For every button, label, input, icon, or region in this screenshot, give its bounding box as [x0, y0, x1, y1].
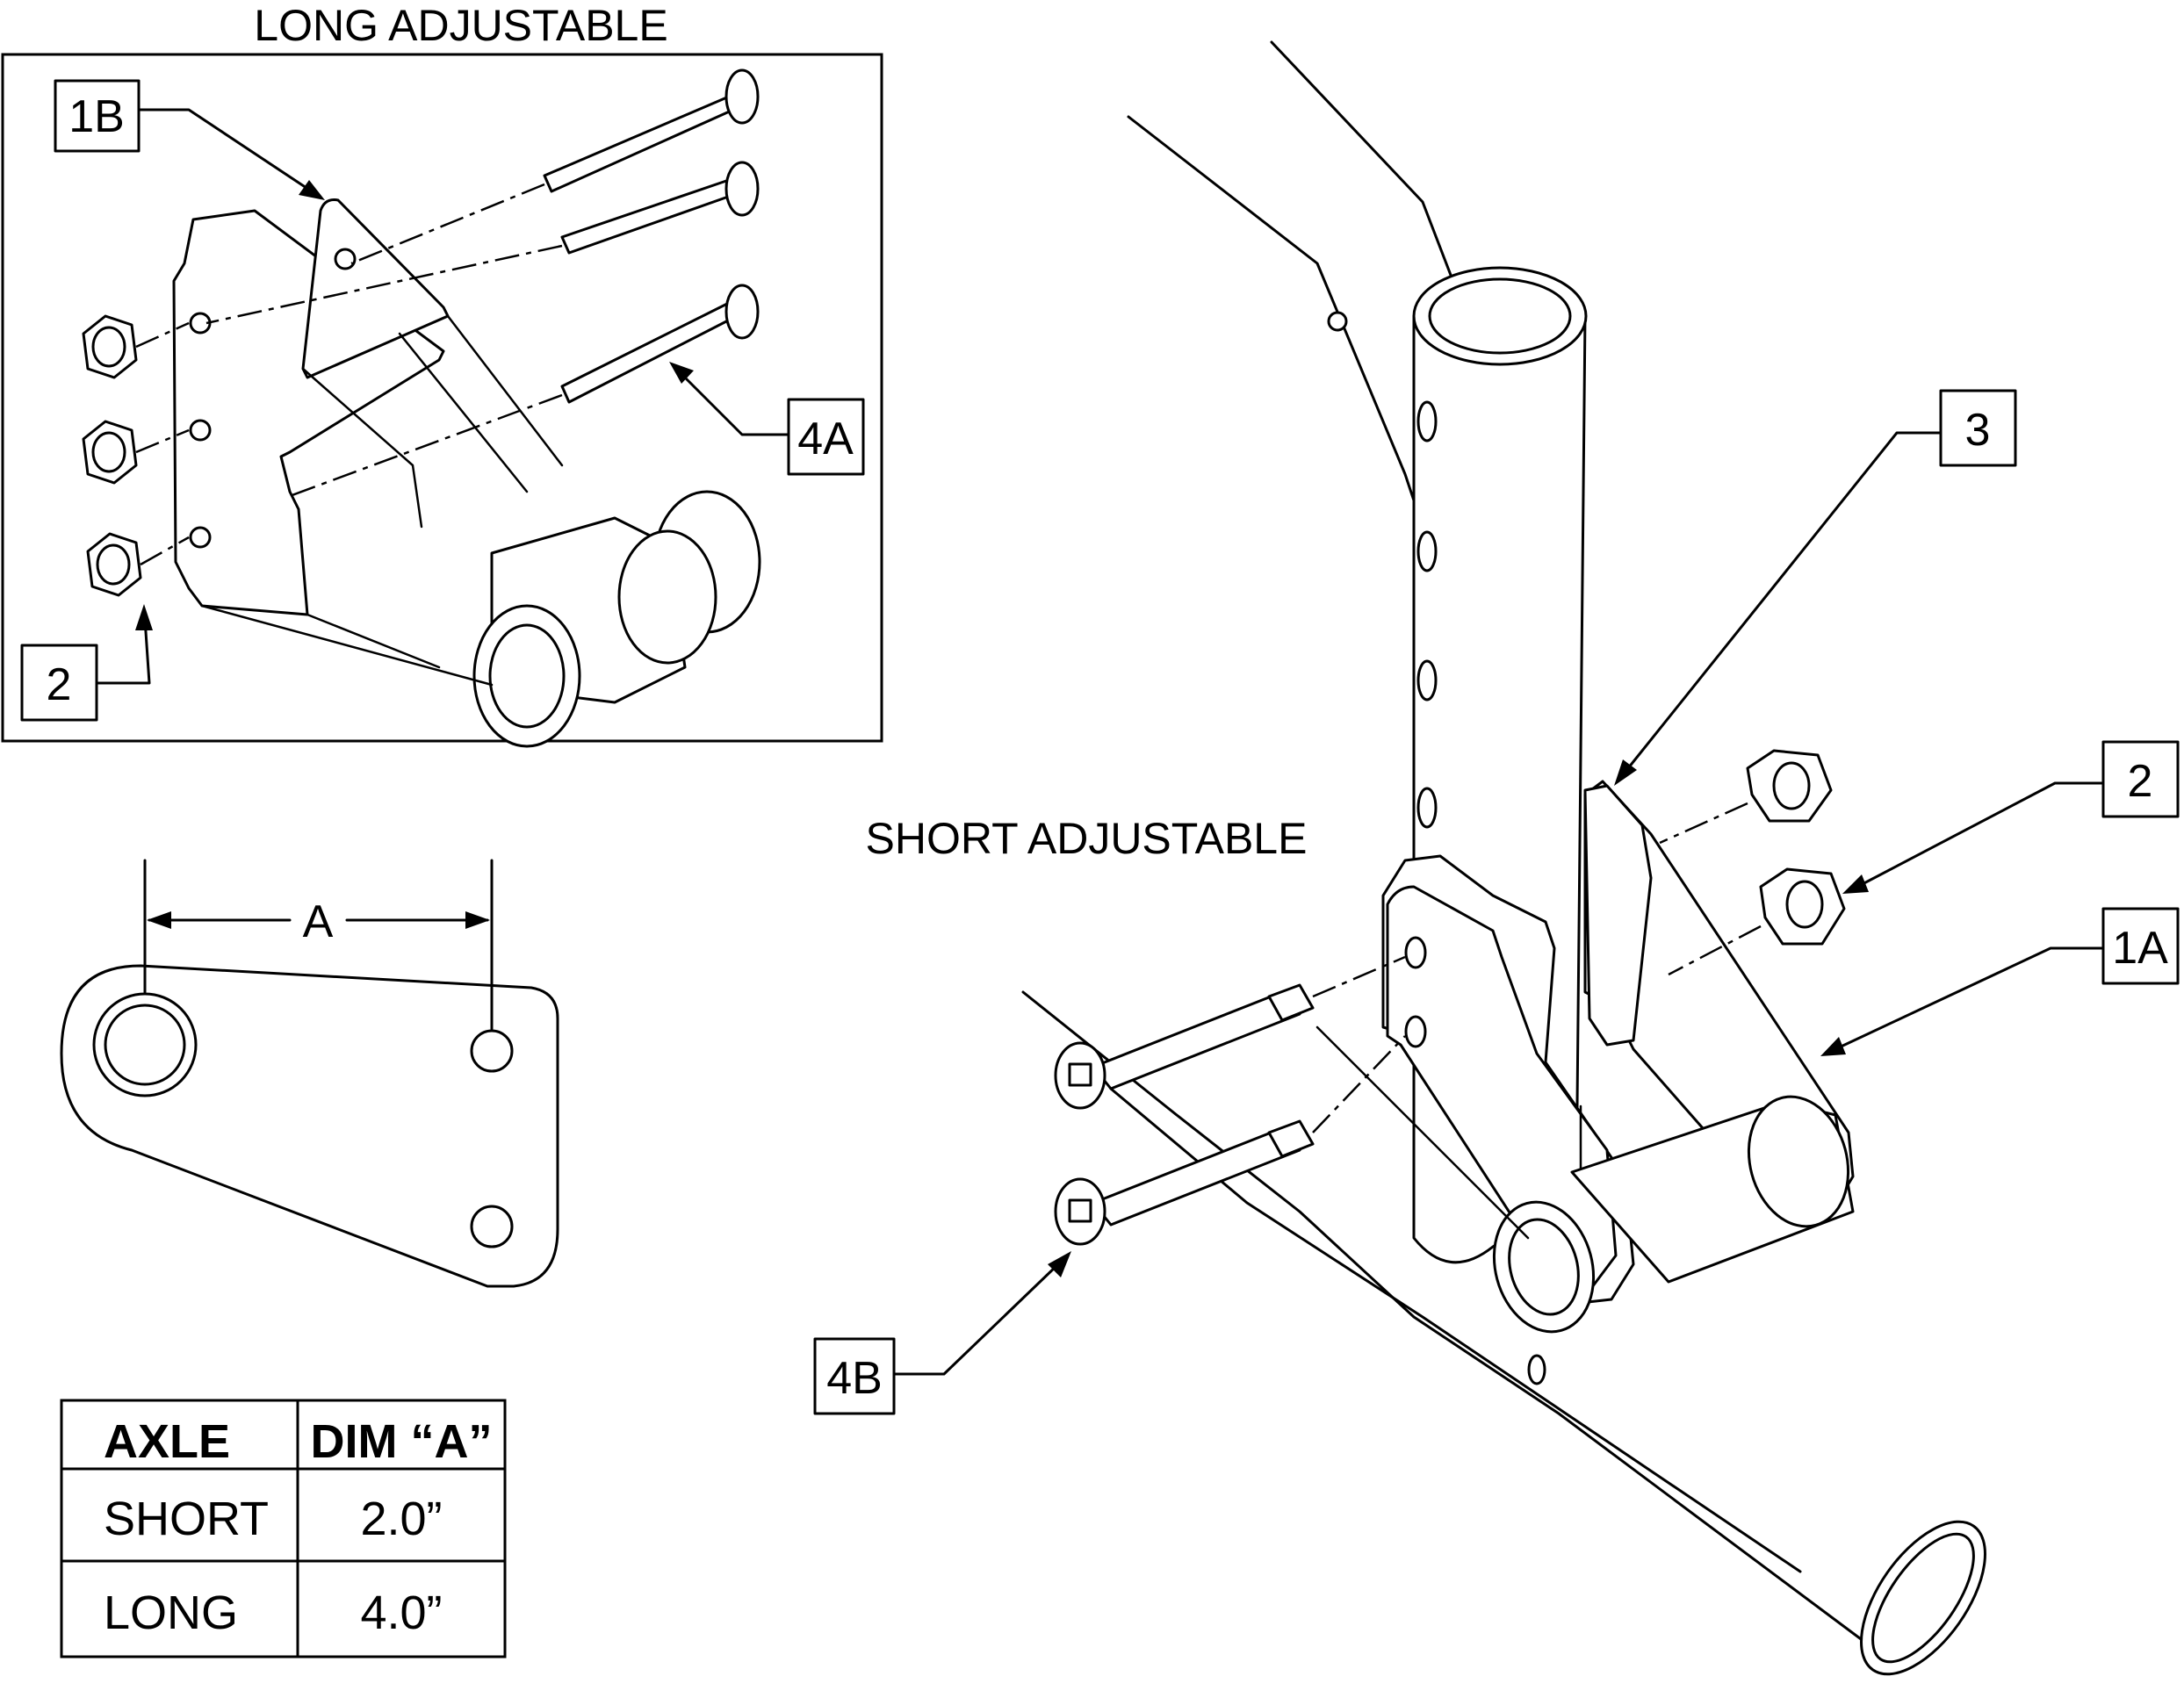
- svg-text:3: 3: [1965, 405, 1991, 456]
- table-cell-short: SHORT: [104, 1493, 269, 1545]
- long-bolts: [205, 68, 760, 498]
- short-bolts: [1054, 955, 1406, 1246]
- long-adjustable-frame: [1, 53, 883, 743]
- dimension-a-label: A: [303, 896, 334, 947]
- short-nuts: [1659, 749, 1846, 976]
- callout-4b: 4B: [813, 1251, 1071, 1415]
- short-adjustable-assembly: SHORT ADJUSTABLE: [813, 40, 2180, 1676]
- table-header-axle: AXLE: [104, 1415, 230, 1468]
- long-nuts: [82, 314, 190, 597]
- callout-4a: 4A: [669, 362, 865, 476]
- callout-1a: 1A: [1820, 907, 2180, 1056]
- svg-text:2: 2: [47, 659, 72, 710]
- svg-text:4A: 4A: [797, 414, 854, 464]
- long-adjustable-inset: LONG ADJUSTABLE: [1, 1, 883, 748]
- svg-text:4B: 4B: [826, 1353, 883, 1404]
- callout-3: 3: [1614, 389, 2017, 786]
- table-cell-long-dim: 4.0”: [360, 1586, 442, 1639]
- short-bracket: [1315, 780, 1855, 1334]
- long-adjustable-caption: LONG ADJUSTABLE: [254, 1, 667, 50]
- short-adjustable-caption: SHORT ADJUSTABLE: [866, 814, 1308, 863]
- svg-text:1A: 1A: [2112, 923, 2168, 974]
- table-cell-long: LONG: [104, 1586, 238, 1639]
- svg-text:2: 2: [2128, 756, 2153, 807]
- svg-text:1B: 1B: [68, 91, 125, 142]
- table-cell-short-dim: 2.0”: [360, 1493, 442, 1545]
- callout-1b: 1B: [54, 79, 325, 200]
- axle-dimension-table: AXLE DIM “A” SHORT 2.0” LONG 4.0”: [60, 1399, 507, 1658]
- table-header-dim-a: DIM “A”: [311, 1415, 493, 1468]
- callout-2-long: 2: [20, 604, 153, 722]
- dimension-detail: A: [60, 859, 559, 1288]
- callout-2-short: 2: [1842, 740, 2180, 894]
- long-bracket-plate: [172, 198, 761, 748]
